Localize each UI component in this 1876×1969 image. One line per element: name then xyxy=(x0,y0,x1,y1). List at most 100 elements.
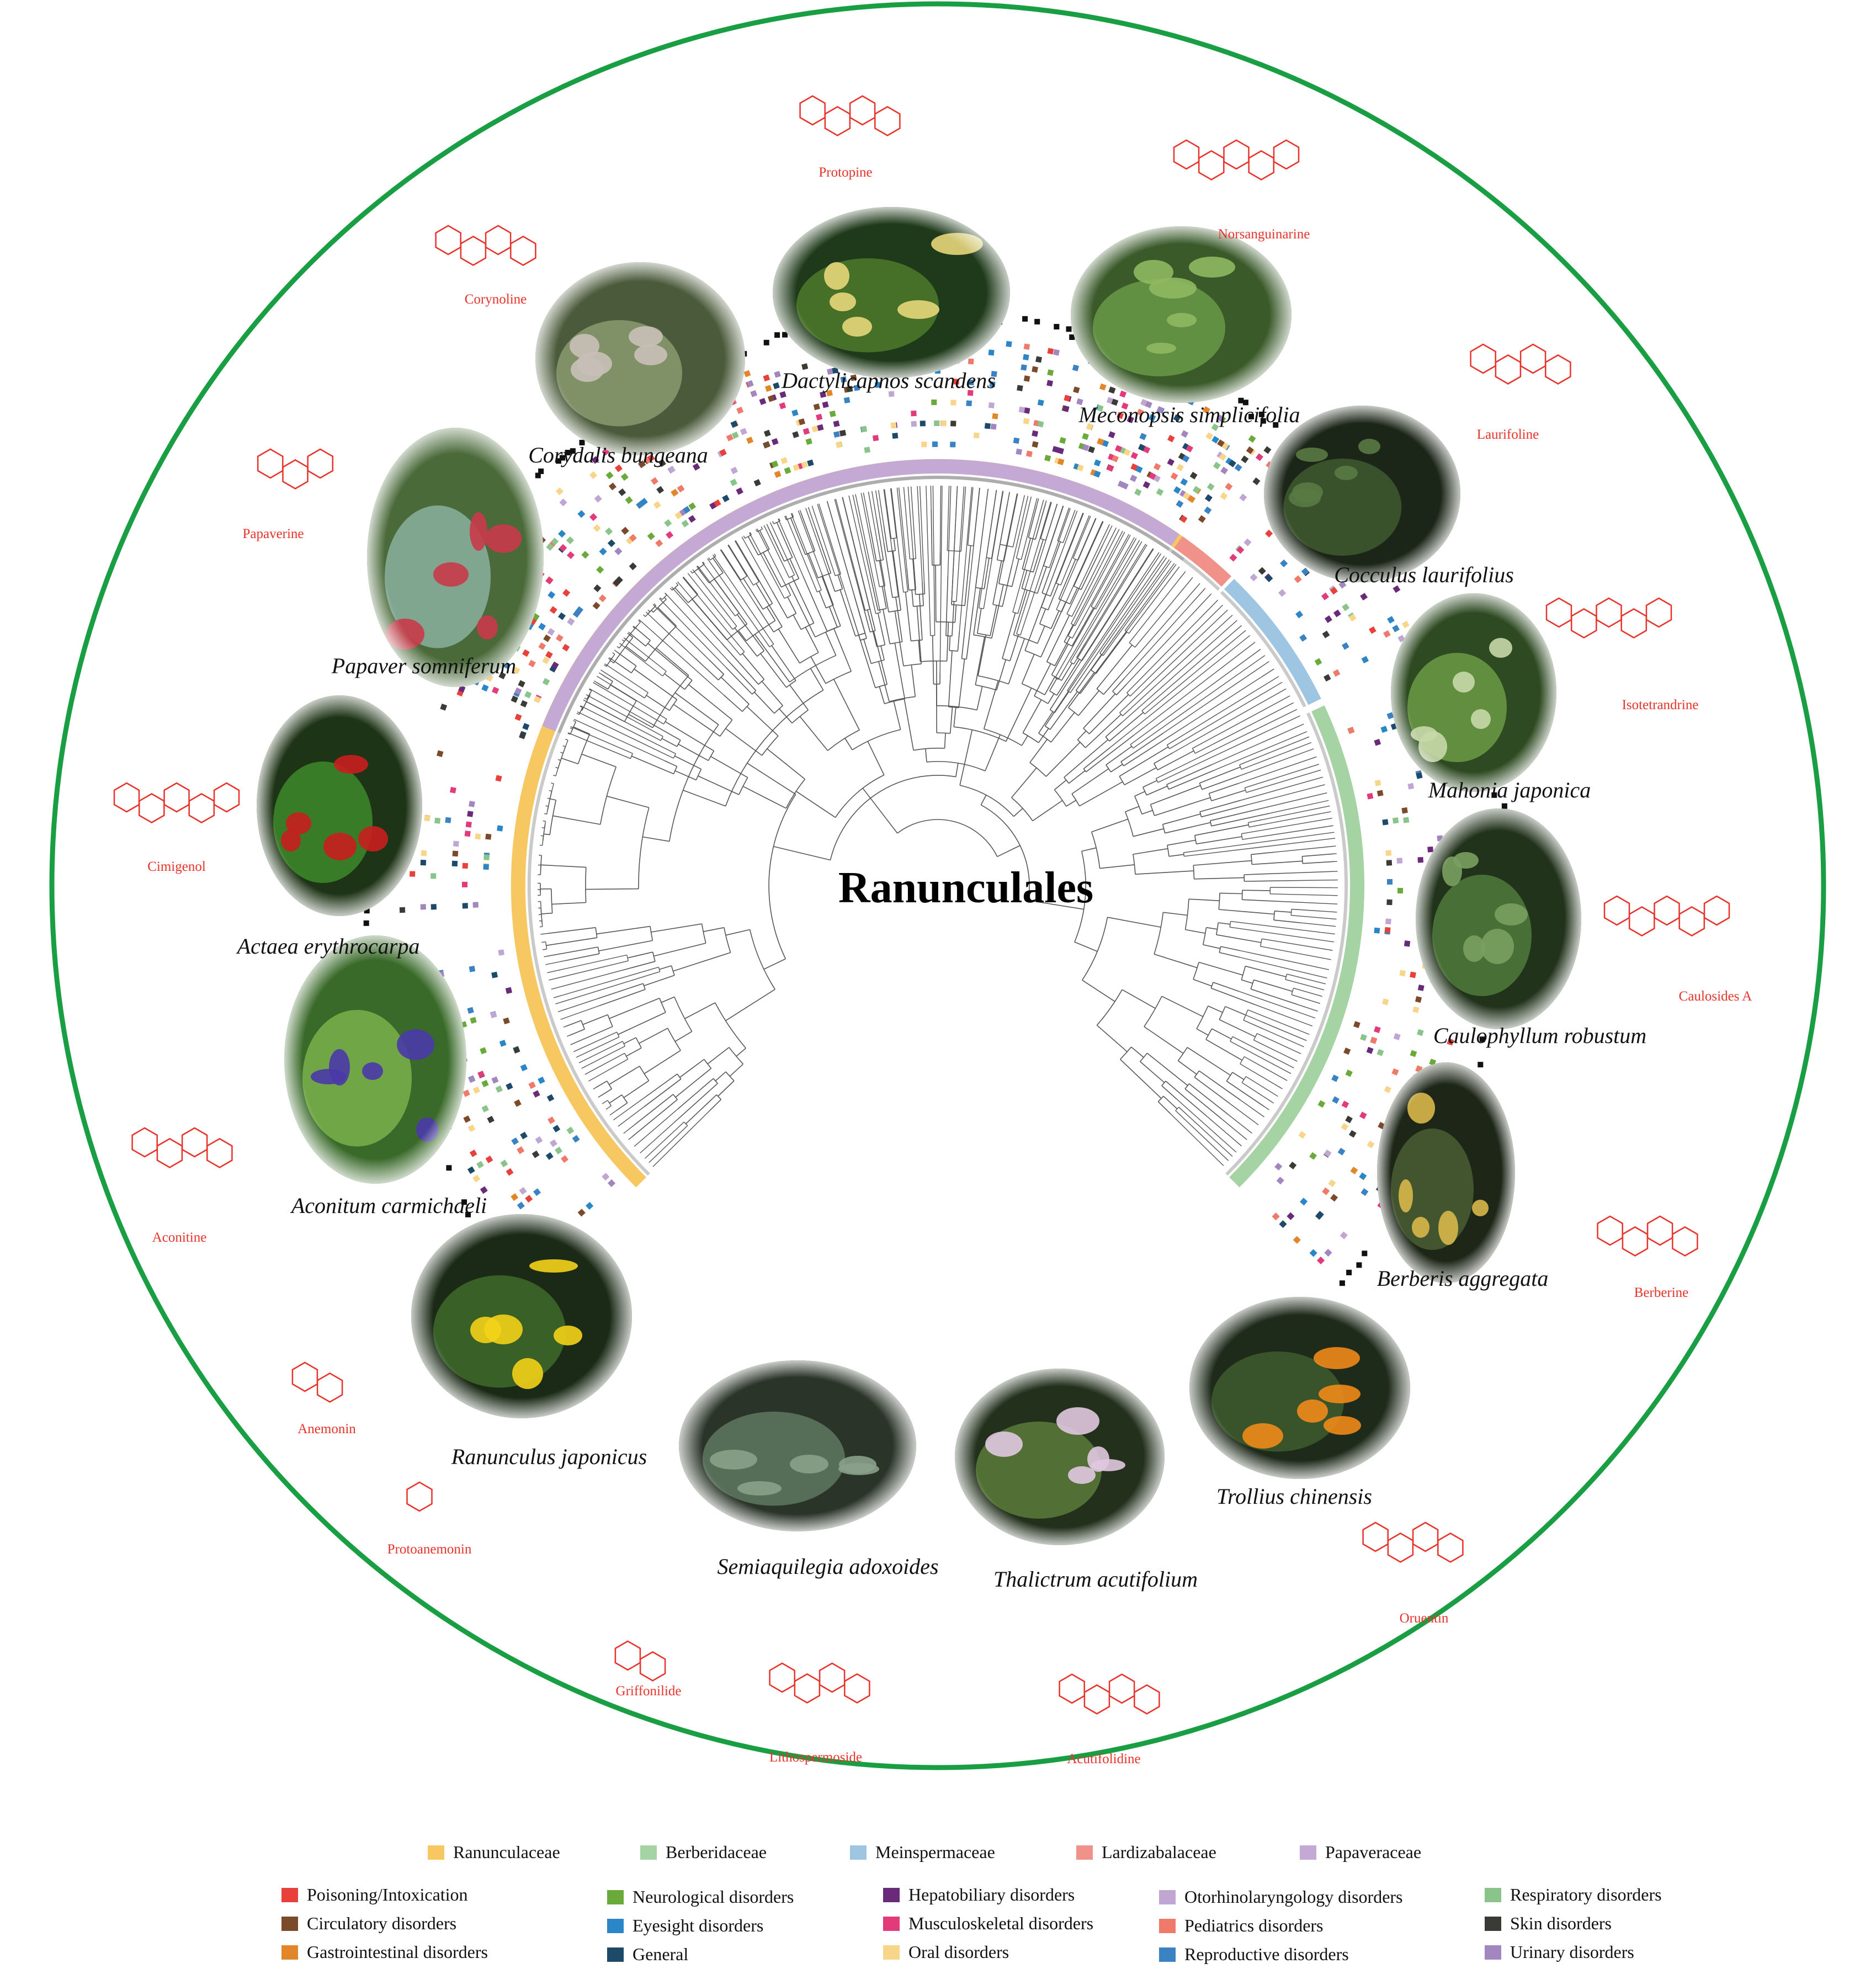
tree-branch xyxy=(893,538,896,551)
tree-tip xyxy=(665,593,728,661)
disorder-mark xyxy=(736,487,743,495)
ring xyxy=(1198,150,1225,180)
tree-branch xyxy=(1046,661,1055,667)
tree-branch xyxy=(1161,1085,1178,1100)
tree-branch xyxy=(546,946,598,957)
disorder-mark xyxy=(988,349,995,356)
tree-branch xyxy=(1112,691,1117,695)
tree-tip xyxy=(1248,805,1330,823)
disorder-mark xyxy=(753,479,761,487)
disorder-mark xyxy=(1088,446,1095,454)
tree-branch xyxy=(878,613,886,645)
tree-branch xyxy=(998,583,1012,587)
tree-branch xyxy=(912,558,916,595)
tree-branch xyxy=(774,705,783,714)
tree-tip xyxy=(778,518,780,521)
tree-branch xyxy=(615,662,632,674)
species-label: Cocculus laurifolius xyxy=(1334,562,1514,587)
disorder-mark xyxy=(602,1173,610,1181)
photo-vignette xyxy=(1416,808,1581,1029)
disorder-mark xyxy=(593,584,602,593)
tree-branch xyxy=(1050,543,1072,597)
tree-branch xyxy=(757,650,764,657)
species-label: Berberis aggregata xyxy=(1377,1266,1549,1291)
compound-label: Griffonilide xyxy=(616,1684,682,1699)
tree-tip xyxy=(1254,1004,1313,1027)
disorder-mark xyxy=(850,374,857,381)
tree-tip xyxy=(852,494,867,557)
species-label: Meconopsis simplicifolia xyxy=(1078,402,1300,427)
tree-branch xyxy=(778,629,800,664)
tree-tip xyxy=(1133,583,1200,661)
disorder-mark xyxy=(1220,492,1228,500)
tree-tip xyxy=(1075,548,1154,670)
tree-branch xyxy=(1082,980,1115,1002)
tree-tip xyxy=(896,487,908,592)
disorder-mark xyxy=(1380,726,1388,733)
ring xyxy=(1108,1673,1135,1704)
tree-branch xyxy=(1011,558,1019,587)
tree-branch xyxy=(1076,642,1086,658)
tree-tip xyxy=(543,949,547,950)
tree-tip xyxy=(907,486,915,566)
disorder-mark-outer xyxy=(579,440,585,445)
tree-branch xyxy=(860,638,867,641)
tree-branch xyxy=(1071,768,1109,795)
tree-tip xyxy=(1043,505,1064,566)
tree-branch xyxy=(1203,944,1220,949)
legend-label: Circulatory disorders xyxy=(307,1913,457,1933)
ring xyxy=(213,782,240,813)
tree-branch xyxy=(908,589,916,591)
disorder-mark xyxy=(1301,567,1309,576)
disorder-mark xyxy=(495,775,502,782)
tree-branch xyxy=(1154,954,1198,968)
disorder-mark xyxy=(1316,1257,1325,1265)
tree-branch xyxy=(626,1047,642,1057)
tree-branch xyxy=(1194,835,1197,844)
tree-branch xyxy=(618,1012,666,1035)
family-arcs xyxy=(511,459,1364,1188)
disorder-mark xyxy=(500,1159,508,1168)
disorder-mark xyxy=(921,441,927,448)
tree-branch xyxy=(610,684,637,701)
disorder-mark xyxy=(1111,398,1119,406)
tree-branch xyxy=(1016,634,1021,636)
disorder-mark xyxy=(826,390,833,397)
tree-tip xyxy=(544,956,547,957)
tree-tip xyxy=(1241,742,1312,770)
tree-branch xyxy=(692,599,727,641)
disorder-mark xyxy=(666,531,674,539)
tree-branch xyxy=(674,770,697,781)
tree-branch xyxy=(1041,606,1049,610)
legend-disorder-item: Oral disorders xyxy=(883,1942,1009,1962)
tree-tip xyxy=(1245,1014,1307,1041)
tree-tip xyxy=(1017,502,1051,614)
tree-branch xyxy=(676,739,681,747)
tree-branch xyxy=(1216,934,1262,943)
tree-branch xyxy=(1071,607,1094,647)
tree-branch xyxy=(645,611,651,617)
tree-branch xyxy=(735,613,740,616)
tree-tip xyxy=(570,726,633,754)
tree-tip xyxy=(727,545,741,565)
tree-branch xyxy=(913,747,945,751)
tree-branch xyxy=(968,545,974,546)
ring xyxy=(1545,354,1571,385)
tree-branch xyxy=(1120,761,1124,767)
tree-branch xyxy=(725,667,753,695)
tree-branch xyxy=(1022,568,1034,573)
tree-branch xyxy=(1105,722,1122,737)
disorder-mark xyxy=(1204,494,1213,502)
tree-branch xyxy=(562,740,568,754)
tree-branch xyxy=(985,734,1001,771)
tree-branch xyxy=(918,594,923,640)
disorder-mark xyxy=(1341,1100,1349,1109)
disorder-mark xyxy=(658,459,666,467)
tree-branch xyxy=(1192,748,1195,754)
disorder-mark xyxy=(656,486,665,494)
tree-branch xyxy=(789,574,795,578)
disorder-mark xyxy=(1309,1249,1317,1257)
tree-branch xyxy=(786,680,796,688)
tree-tip xyxy=(807,507,816,528)
tree-branch xyxy=(569,1029,585,1036)
